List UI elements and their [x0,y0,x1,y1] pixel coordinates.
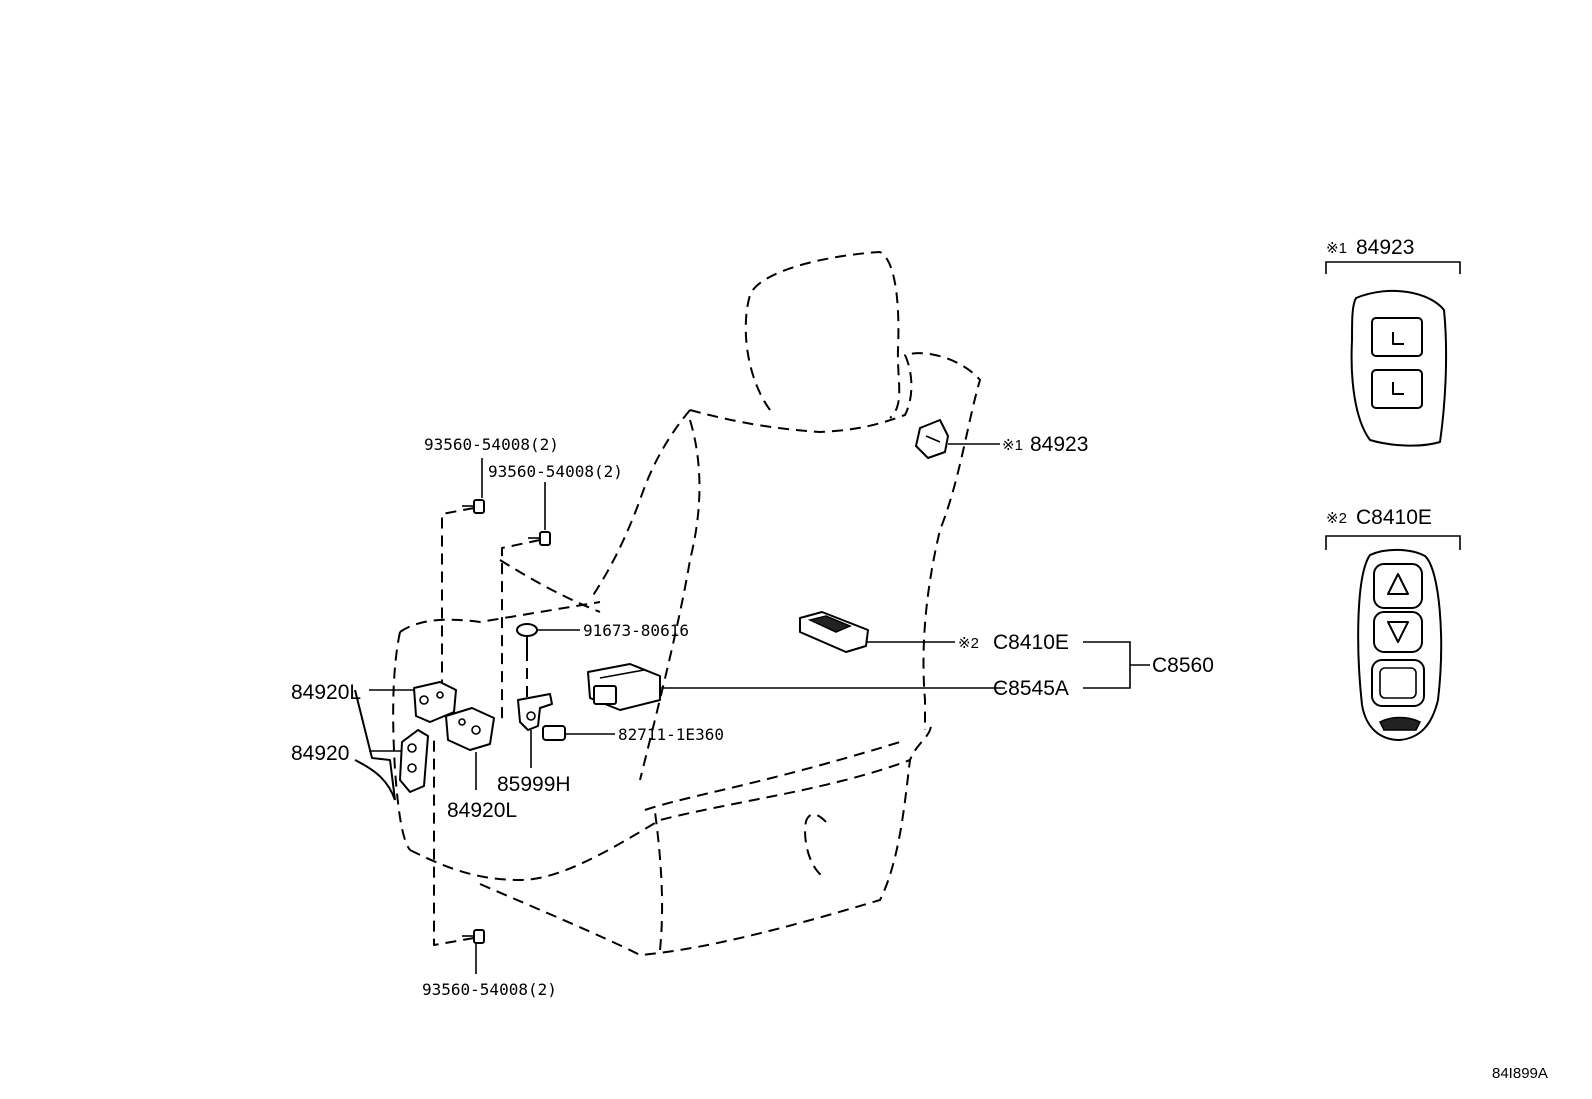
bolt-bottom [462,929,485,944]
detail-84923: ※1 84923 [1325,236,1461,447]
detail-c8410e-title: C8410E [1356,506,1432,529]
switch-button-upper [1371,317,1423,357]
mode-icon [1379,667,1417,699]
install-line-right [501,539,541,720]
remote-button-mode [1371,659,1425,707]
seat-recline-up-icon [1392,332,1404,345]
headrest-outline [744,251,901,419]
diagram-id: 84I899A [1492,1065,1548,1082]
installation-lines [433,507,541,946]
label-remote-c8410e: C8410E [993,631,1069,654]
label-bolt-top-right: 93560-54008(2) [488,462,623,481]
cover-84920L-lower [445,707,495,751]
remote-button-up [1373,563,1423,609]
remote-c8410e-on-seat [799,611,869,653]
switch-84923-body [1350,289,1448,447]
mark-remote-c8410e: ※2 [958,635,979,652]
detail-84923-bracket [1325,261,1461,274]
leader-lines [369,443,1150,974]
down-triangle-icon [1387,621,1409,643]
label-bolt-top-left: 93560-54008(2) [424,435,559,454]
detail-c8410e-bracket [1325,535,1461,550]
bolt-top-right [528,531,551,546]
bolt-top-left [462,499,485,514]
cover-84920 [399,729,429,793]
install-line-left [441,507,475,690]
cushion-crease [644,741,901,951]
remote-key-tab [1378,716,1422,731]
cushion-pocket [804,813,827,879]
label-connector-82711: 82711-1E360 [618,725,724,744]
seat-outline [392,251,981,956]
cover-84920L-upper [413,681,457,723]
remote-button-down [1373,611,1423,653]
label-cover-84920L-upper: 84920L [291,681,361,704]
label-switch-84923: 84923 [1030,433,1088,456]
module-c8545a [587,663,661,711]
label-bolt-bottom: 93560-54008(2) [422,980,557,999]
label-screw: 91673-80616 [583,621,689,640]
switch-84923-on-seat [915,419,949,459]
seatback-side [639,419,701,781]
cushion-side-line [499,559,601,613]
detail-c8410e: ※2 C8410E [1325,506,1461,741]
seat-recline-down-icon [1392,382,1404,395]
switch-button-lower [1371,369,1423,409]
seatback-inner [589,409,691,601]
seatback-outline [689,352,981,730]
label-assembly-c8560: C8560 [1152,654,1214,677]
label-clamp-85999H: 85999H [497,773,571,796]
detail-84923-title: 84923 [1356,236,1414,259]
connector-82711 [542,725,566,741]
mark-switch-84923: ※1 [1002,437,1023,454]
detail-c8410e-mark: ※2 [1326,510,1347,527]
label-cover-84920L-lower: 84920L [447,799,517,822]
cushion-outline [392,601,932,956]
screw-91673 [516,623,538,655]
clamp-85999H [517,693,553,731]
label-module-c8545a: C8545A [993,677,1069,700]
detail-84923-mark: ※1 [1326,240,1347,257]
cushion-front [409,759,911,881]
label-cover-84920: 84920 [291,742,349,765]
up-triangle-icon [1387,573,1409,595]
install-line-bottom [433,738,475,946]
rail-left-bracket [354,689,396,801]
